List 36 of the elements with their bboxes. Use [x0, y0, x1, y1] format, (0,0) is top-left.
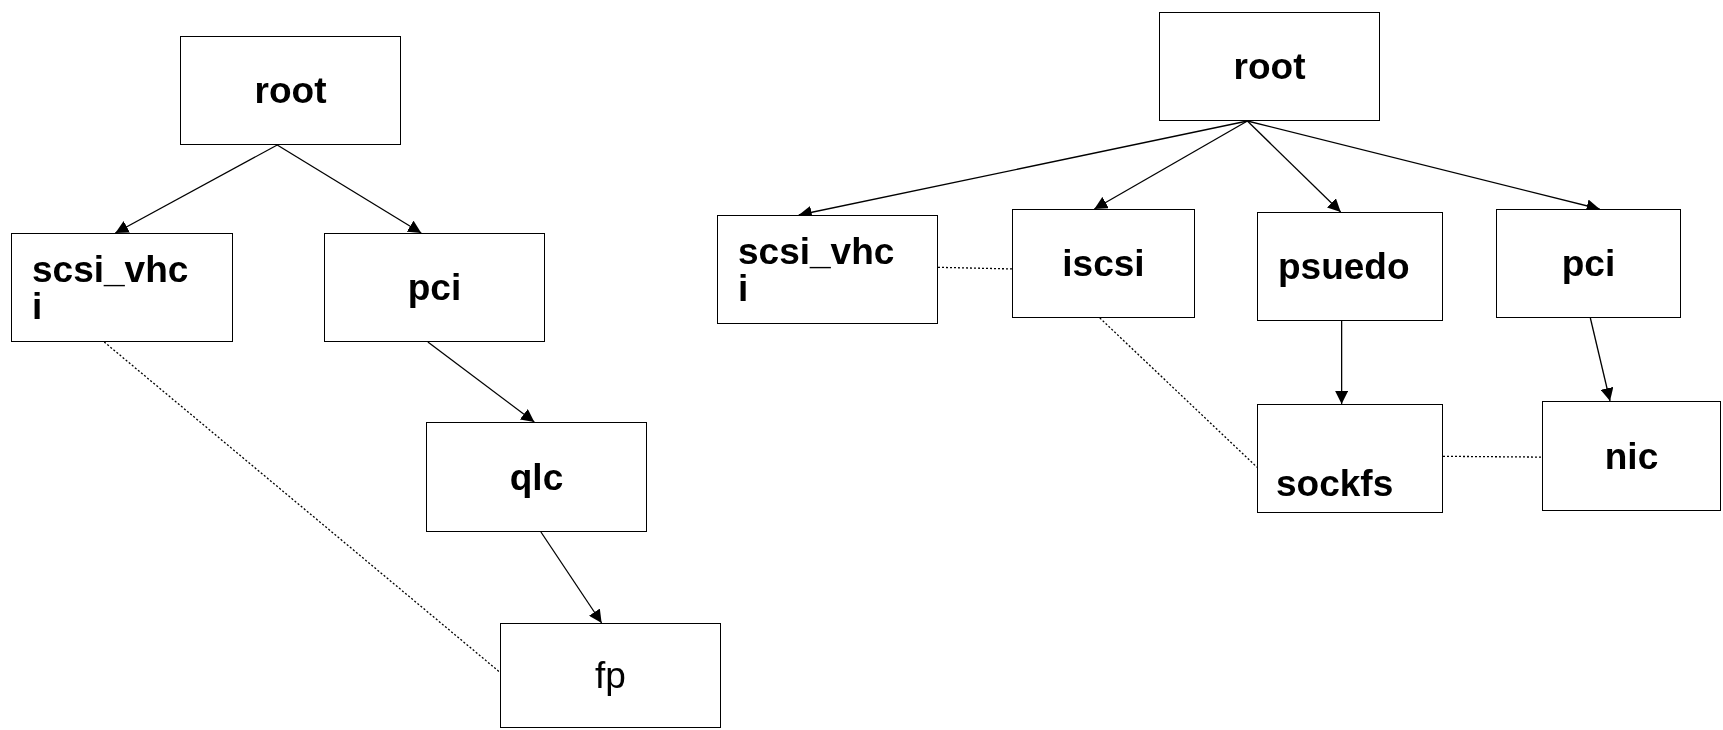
node-label: nic: [1604, 437, 1659, 475]
node-box: [1012, 209, 1195, 318]
node-box: [500, 623, 721, 728]
arrow: [540, 531, 603, 624]
node-label: iscsi: [1062, 245, 1145, 282]
node-box: [1542, 401, 1721, 511]
arrow: [1589, 317, 1614, 402]
node-box: [1159, 12, 1380, 121]
node-label: root: [1233, 48, 1306, 85]
node-box: [1257, 404, 1443, 513]
node-box: [1257, 212, 1443, 321]
arrow: [1335, 320, 1349, 405]
node-box: [426, 422, 647, 532]
connector-line: [937, 266, 1013, 270]
node-box: [1496, 209, 1681, 318]
arrow: [1093, 120, 1249, 210]
node-label: sockfs: [1276, 465, 1395, 502]
node-label: pci: [407, 269, 462, 306]
connector-line: [1099, 317, 1258, 468]
arrow: [427, 341, 535, 423]
node-label: root: [254, 72, 327, 109]
node-label: scsi_vhci: [32, 250, 190, 325]
arrow: [276, 144, 422, 234]
node-label: psuedo: [1278, 248, 1411, 285]
node-box: [324, 233, 545, 342]
node-box: [180, 36, 401, 145]
arrow: [114, 144, 278, 234]
connector-line: [1442, 455, 1543, 458]
connector-line: [103, 341, 501, 673]
node-label: pci: [1561, 245, 1616, 282]
node-box: [11, 233, 233, 342]
arrow: [1246, 120, 1342, 213]
node-label: fp: [595, 657, 626, 694]
node-label: qlc: [509, 458, 564, 496]
node-label: scsi_vhci: [738, 232, 896, 307]
node-box: [717, 215, 938, 324]
